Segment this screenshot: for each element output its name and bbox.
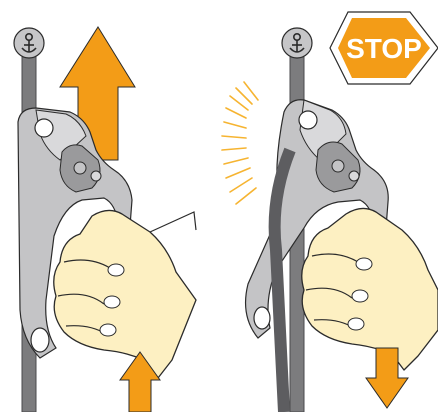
right-panel: STOP — [222, 12, 438, 412]
anchor-icon-right — [282, 28, 312, 58]
hand-right — [302, 208, 438, 370]
stop-sign-icon: STOP — [330, 12, 438, 84]
stop-label: STOP — [346, 33, 422, 64]
left-panel — [14, 27, 196, 412]
vibration-rays-icon — [222, 82, 258, 204]
anchor-icon — [14, 28, 44, 58]
hand-left — [54, 210, 196, 378]
